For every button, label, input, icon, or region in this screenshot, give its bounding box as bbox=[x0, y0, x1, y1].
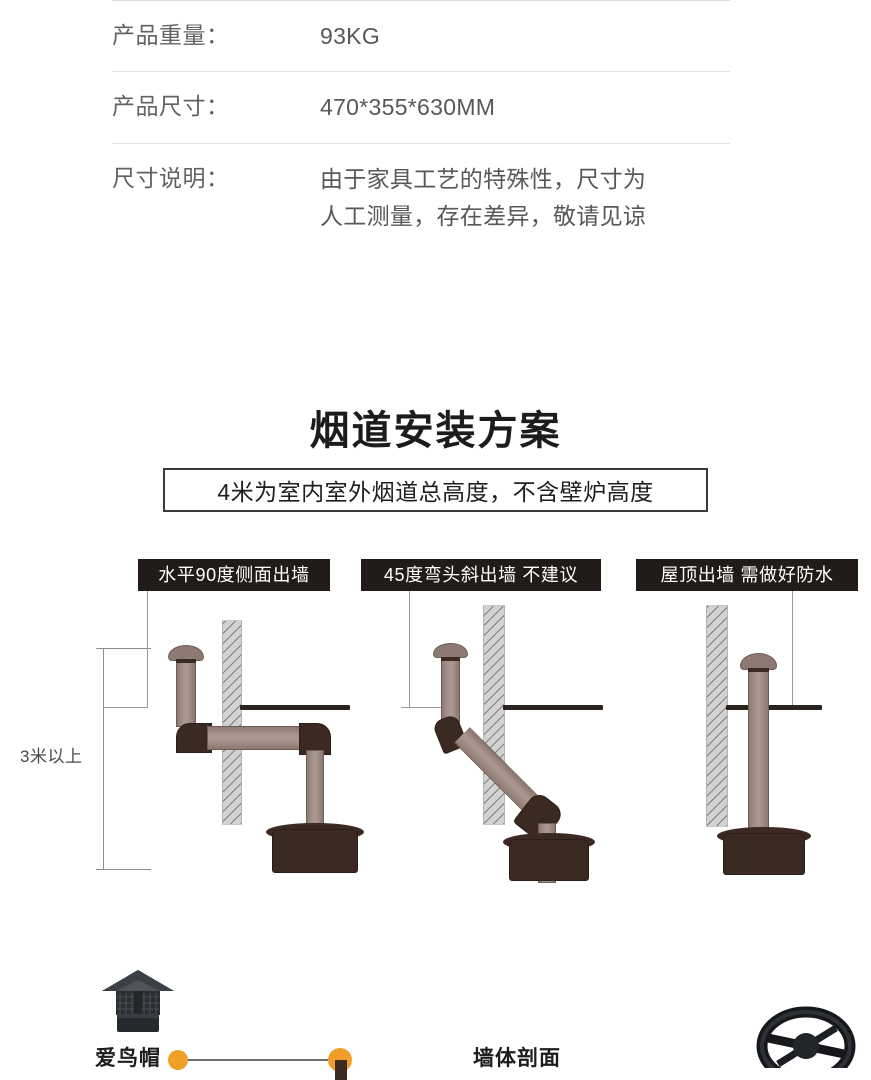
leader-line-vertical-3 bbox=[792, 591, 793, 707]
wall-section-label: 墙体剖面 bbox=[473, 1047, 561, 1070]
dimension-bracket-top-arm bbox=[103, 648, 151, 649]
bird-guard-cap-icon bbox=[102, 970, 174, 1032]
pipe-elbow-1a bbox=[176, 723, 212, 753]
pipe-cap-neck-2 bbox=[441, 657, 460, 661]
bird-cap-label: 爱鸟帽 bbox=[95, 1047, 161, 1070]
pipe-base-collar-2 bbox=[509, 839, 589, 881]
leader-line-vertical-1 bbox=[147, 591, 148, 707]
pipe-vertical-indoor-2 bbox=[441, 653, 460, 723]
wall-section-1 bbox=[222, 620, 242, 825]
pipe-vertical-roof-3 bbox=[748, 665, 769, 835]
connector-post-right bbox=[335, 1060, 347, 1080]
pipe-horizontal-through-wall-1 bbox=[207, 726, 304, 750]
leader-line-vertical-2 bbox=[409, 591, 410, 707]
diagram-label-roof-exit: 屋顶出墙 需做好防水 bbox=[636, 559, 858, 591]
subtitle-banner: 4米为室内室外烟道总高度，不含壁炉高度 bbox=[163, 468, 708, 512]
wall-section-3 bbox=[706, 605, 728, 827]
pipe-vertical-indoor-1 bbox=[176, 655, 196, 727]
table-row: 产品尺寸： 470*355*630MM bbox=[112, 71, 730, 142]
pipe-base-collar-3 bbox=[723, 833, 805, 875]
spec-value-weight: 93KG bbox=[320, 18, 730, 55]
connector-dot-left bbox=[168, 1050, 188, 1070]
subtitle-text: 4米为室内室外烟道总高度，不含壁炉高度 bbox=[217, 479, 654, 505]
spec-label-dimensions: 产品尺寸： bbox=[112, 93, 230, 120]
pipe-base-collar-1 bbox=[272, 829, 358, 873]
dimension-label-height: 3米以上 bbox=[20, 747, 83, 766]
pipe-cap-neck-3 bbox=[748, 668, 769, 672]
pipe-vertical-outdoor-1 bbox=[306, 750, 324, 830]
accessory-connector-line bbox=[185, 1059, 340, 1061]
spec-value-line: 由于家具工艺的特殊性，尺寸为 bbox=[320, 165, 647, 192]
roof-line-2 bbox=[503, 705, 603, 710]
leader-line-horizontal-1 bbox=[103, 707, 148, 708]
pipe-elbow-1b bbox=[299, 723, 331, 755]
chimney-installation-diagrams: 3米以上 水平90度侧面出墙 45度弯头斜出墙 不建议 bbox=[0, 545, 871, 915]
table-row: 尺寸说明： 由于家具工艺的特殊性，尺寸为 人工测量，存在差异，敬请见谅 bbox=[112, 142, 730, 252]
roof-line-1 bbox=[240, 705, 350, 710]
spec-value-dimensions: 470*355*630MM bbox=[320, 89, 730, 126]
chimney-fitting-icon bbox=[756, 1006, 856, 1068]
pipe-rain-cap-2 bbox=[433, 643, 468, 658]
diagram-label-45-degree: 45度弯头斜出墙 不建议 bbox=[361, 559, 601, 591]
spec-value-size-note: 由于家具工艺的特殊性，尺寸为 人工测量，存在差异，敬请见谅 bbox=[320, 161, 730, 236]
page-title: 烟道安装方案 bbox=[309, 409, 562, 453]
leader-line-horizontal-2 bbox=[401, 707, 449, 708]
spec-value-line: 470*355*630MM bbox=[320, 94, 496, 121]
spec-label-weight: 产品重量： bbox=[112, 22, 230, 48]
spec-value-line: 93KG bbox=[320, 23, 381, 49]
bottom-accessory-section: 爱鸟帽 墙体剖面 bbox=[0, 960, 871, 1080]
diagram-label-horizontal-90: 水平90度侧面出墙 bbox=[138, 559, 330, 591]
spec-label-size-note: 尺寸说明： bbox=[112, 164, 230, 191]
roof-line-3 bbox=[726, 705, 822, 710]
dimension-bracket-vertical bbox=[103, 648, 104, 870]
spec-value-line: 人工测量，存在差异，敬请见谅 bbox=[320, 202, 647, 229]
specification-table: 产品重量： 93KG 产品尺寸： 470*355*630MM 尺寸说明： 由于家… bbox=[112, 0, 730, 251]
table-row: 产品重量： 93KG bbox=[112, 0, 730, 71]
wall-section-2 bbox=[483, 605, 505, 825]
dimension-bracket-bottom-arm bbox=[103, 869, 151, 870]
pipe-cap-neck-1 bbox=[176, 659, 196, 663]
